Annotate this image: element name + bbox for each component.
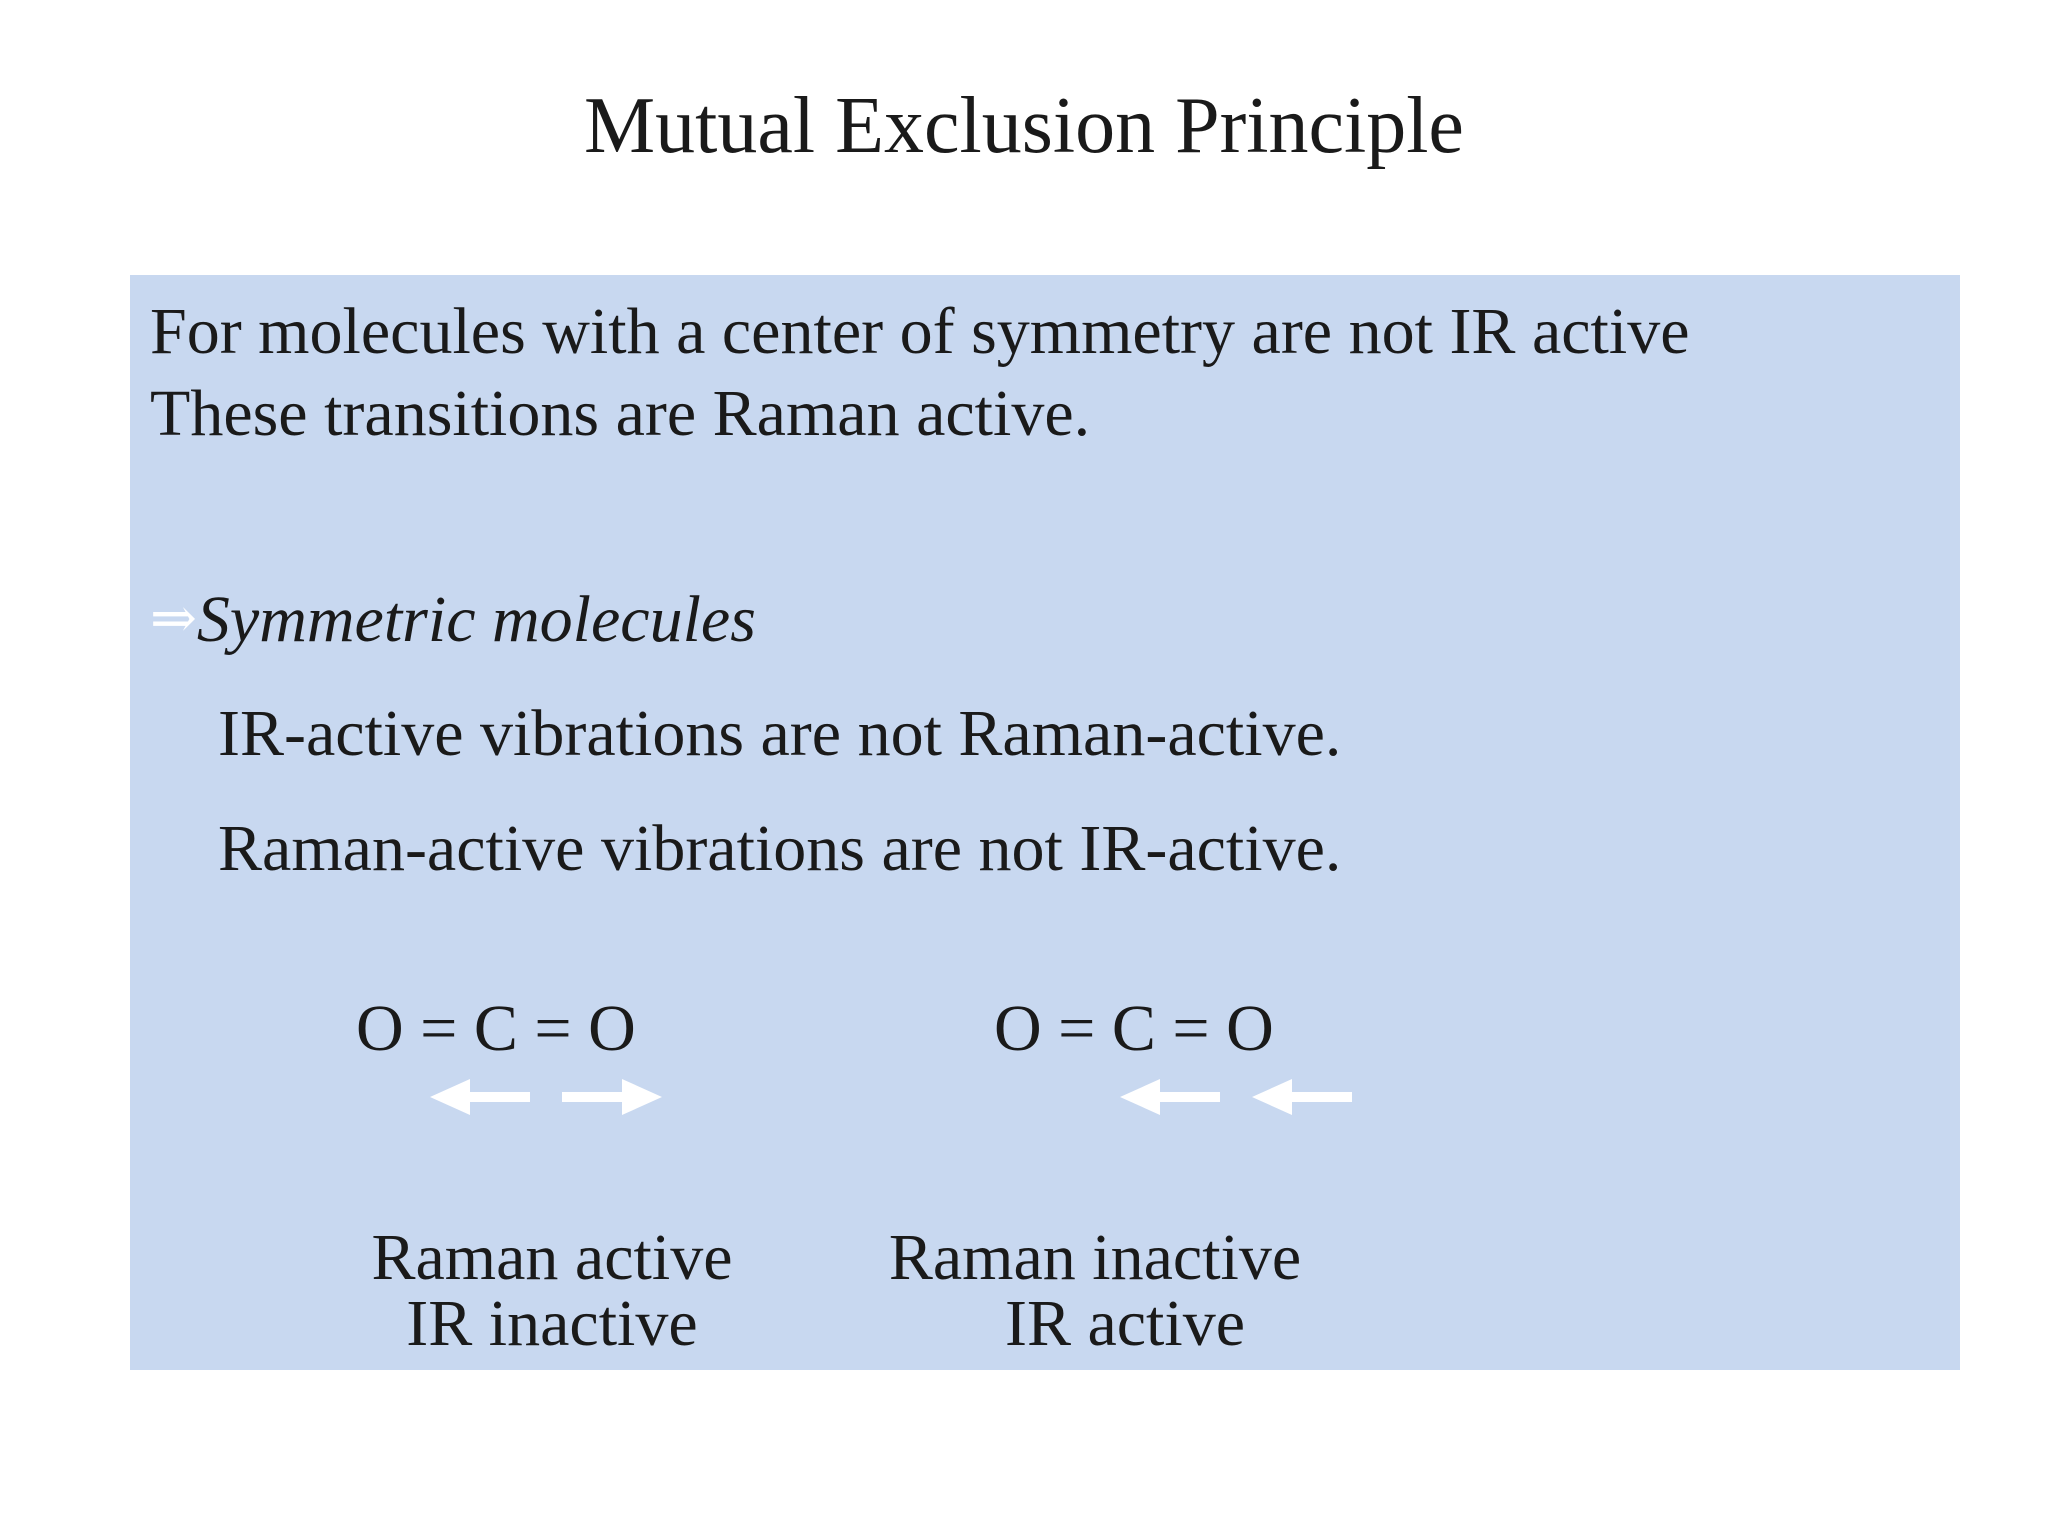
ir-status-label: IR active [1004, 1287, 1246, 1360]
co2-formula-antisymmetric: O = C = O [994, 992, 1274, 1065]
implies-arrow-icon: ⇒ [150, 586, 197, 651]
ir-status-label: IR inactive [406, 1287, 698, 1360]
symmetric-heading-row: ⇒Symmetric molecules [150, 581, 756, 662]
intro-line-2: These transitions are Raman active. [150, 377, 1091, 450]
co2-formula-symmetric: O = C = O [356, 992, 636, 1065]
raman-status-label: Raman active [371, 1221, 733, 1294]
arrow-left-icon [1120, 1079, 1220, 1115]
arrow-left-icon [430, 1079, 530, 1115]
antisymmetric-stretch-arrows [1120, 1075, 1352, 1124]
symmetric-stretch-arrows [430, 1075, 662, 1124]
raman-status-label: Raman inactive [888, 1221, 1302, 1294]
rule-raman-not-ir: Raman-active vibrations are not IR-activ… [218, 812, 1342, 885]
rule-ir-not-raman: IR-active vibrations are not Raman-activ… [218, 697, 1342, 770]
arrow-left-icon [1252, 1079, 1352, 1115]
slide-title: Mutual Exclusion Principle [584, 82, 1464, 170]
symmetric-heading: Symmetric molecules [196, 583, 756, 656]
content-box: For molecules with a center of symmetry … [130, 275, 1960, 1370]
intro-line-1: For molecules with a center of symmetry … [150, 295, 1690, 368]
example-label-symmetric: Raman active IR inactive [352, 1225, 752, 1357]
arrow-right-icon [562, 1079, 662, 1115]
example-label-antisymmetric: Raman inactive IR active [860, 1225, 1330, 1357]
